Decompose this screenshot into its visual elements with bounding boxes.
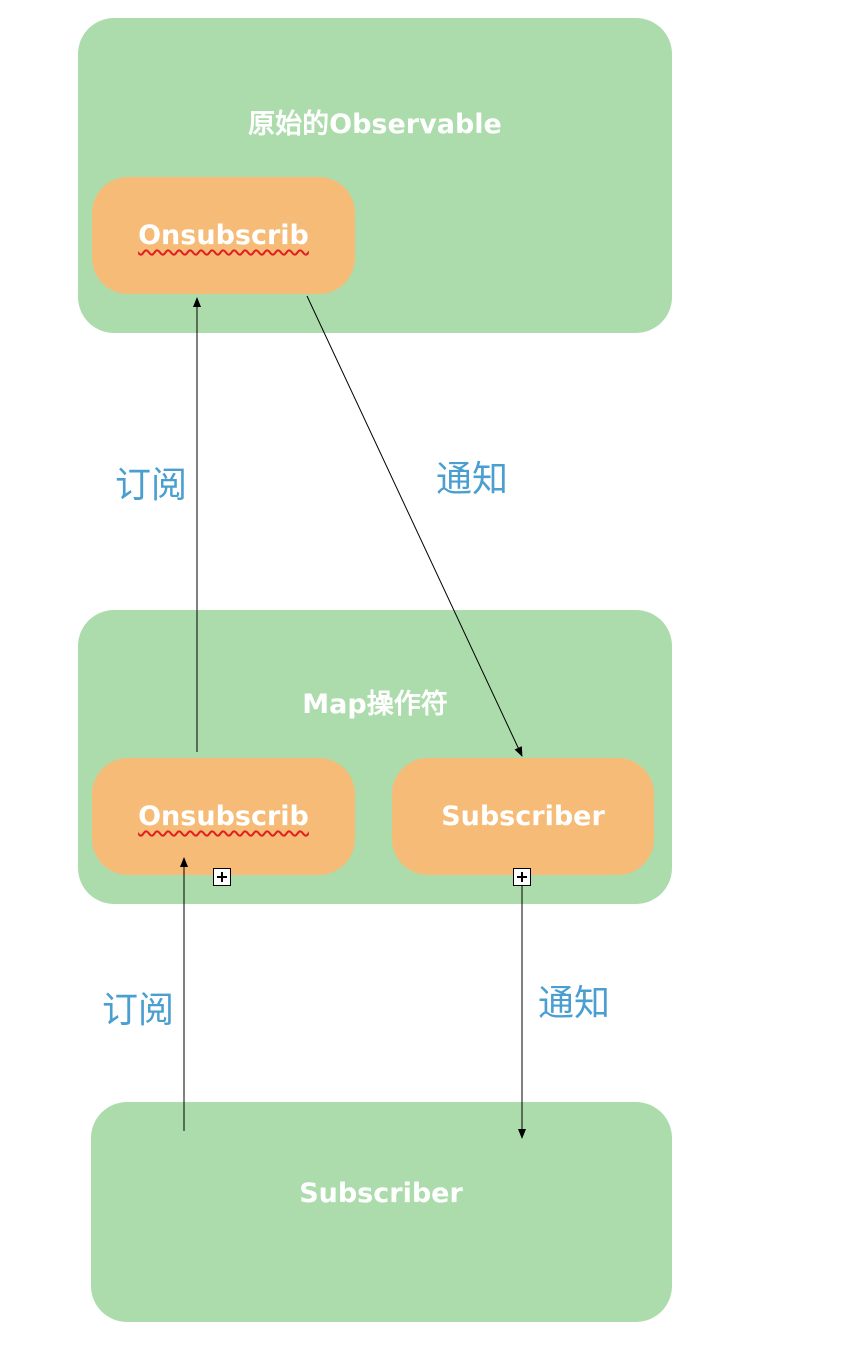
map-operator-title: Map操作符 [302, 689, 448, 720]
map-onsubscribe-node[interactable]: Onsubscrib [92, 758, 355, 875]
observable-onsubscribe-node[interactable]: Onsubscrib [92, 177, 355, 294]
connection-handle-right[interactable] [513, 868, 531, 886]
subscribe-label-lower: 订阅 [102, 990, 175, 1031]
connection-handle-left[interactable] [213, 868, 231, 886]
subscriber-box-title: Subscriber [299, 1178, 463, 1209]
observable-title: 原始的Observable [248, 109, 502, 140]
notify-arrow-upper[interactable] [306, 295, 523, 757]
map-subscriber-label: Subscriber [441, 801, 605, 832]
subscriber-box[interactable]: Subscriber [91, 1102, 672, 1322]
observable-onsubscribe-label: Onsubscrib [138, 220, 309, 251]
subscribe-label-upper: 订阅 [115, 465, 188, 506]
map-onsubscribe-label: Onsubscrib [138, 801, 309, 832]
map-subscriber-node[interactable]: Subscriber [392, 758, 654, 875]
notify-label-upper: 通知 [436, 459, 509, 500]
notify-label-lower: 通知 [538, 983, 611, 1024]
